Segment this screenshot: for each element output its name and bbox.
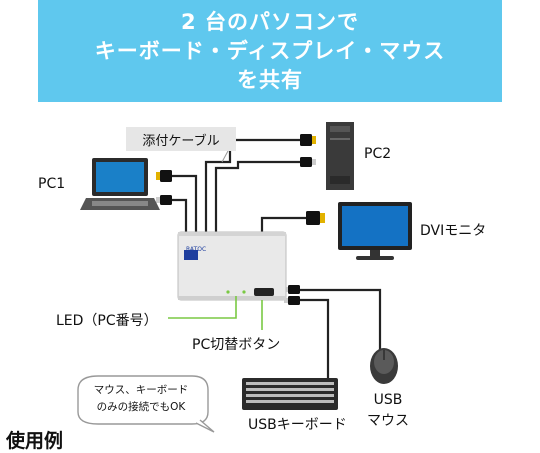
usb-keyboard-graphic: [242, 378, 338, 410]
kvm-switch: [177, 231, 287, 301]
usb-out-connectors: [284, 285, 300, 305]
banner-title-line1: 2 台のパソコンで: [181, 9, 359, 34]
led-leader: [168, 296, 237, 319]
pc1-label: PC1: [38, 176, 66, 192]
brand-label: RATOC: [186, 246, 207, 253]
pc1-connectors: [156, 170, 172, 205]
cable-mouse: [300, 288, 382, 352]
cable-pc1-hdmi: [172, 174, 198, 232]
cables: [172, 138, 382, 378]
banner-title-line2: キーボード・ディスプレイ・マウス: [94, 38, 446, 63]
callout-bubble: マウス、キーボード のみの接続でもOK: [72, 372, 210, 426]
pc1-laptop: [80, 158, 160, 210]
cable-label-leader: [221, 150, 229, 163]
callout-bubble-shape: [77, 375, 215, 433]
usb-mouse-graphic: [370, 348, 398, 384]
dvi-connector: [306, 211, 325, 225]
usb-mouse-label-line2: マウス: [367, 413, 409, 429]
pc2-connectors: [300, 134, 316, 167]
pc2-label: PC2: [364, 146, 392, 162]
usb-mouse-label-line1: USB: [373, 392, 403, 408]
usb-keyboard-label: USBキーボード: [248, 417, 347, 433]
title-banner: 2 台のパソコンで キーボード・ディスプレイ・マウス を共有: [38, 0, 502, 102]
cable-keyboard: [300, 298, 330, 378]
callout-line2: のみの接続でもOK: [96, 401, 186, 413]
cable-dvi: [260, 216, 306, 232]
banner-title-line3: を共有: [237, 67, 303, 92]
callout-line1: マウス、キーボード: [93, 384, 189, 396]
cable-pc2-usb: [214, 160, 300, 232]
led-label: LED（PC番号）: [56, 313, 158, 329]
cable-label: 添付ケーブル: [126, 127, 236, 151]
cable-pc1-usb: [172, 198, 188, 232]
usage-caption: 使用例: [6, 430, 64, 452]
dvi-monitor-label: DVIモニタ: [420, 223, 487, 239]
cable-pc2-hdmi: [204, 138, 300, 232]
switch-button-label: PC切替ボタン: [192, 337, 281, 353]
pc2-tower: [326, 122, 354, 190]
green-leaders: [168, 296, 263, 330]
dvi-monitor: [338, 202, 412, 260]
